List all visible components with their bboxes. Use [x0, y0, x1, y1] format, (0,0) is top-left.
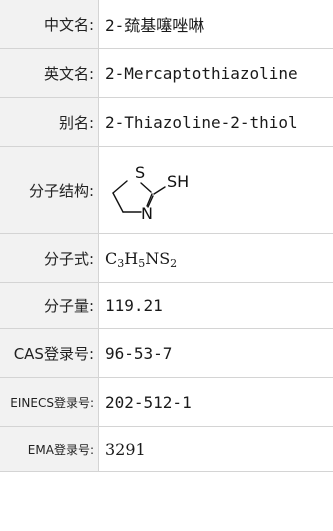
chinese-name-label: 中文名: — [0, 0, 99, 49]
table-row: 中文名: 2-巯基噻唑啉 — [0, 0, 333, 49]
formula-count-c: 3 — [117, 256, 125, 270]
einecs-number-label-text: EINECS登录号: — [10, 396, 94, 410]
table-row: 英文名: 2-Mercaptothiazoline — [0, 48, 333, 98]
nitrogen-atom-label: N — [141, 204, 153, 223]
table-row: EMA登录号: 3291 — [0, 426, 333, 472]
english-name-label: 英文名: — [0, 48, 99, 98]
ema-number-label-text: EMA登录号: — [27, 443, 94, 457]
einecs-number-label: EINECS登录号: — [0, 377, 99, 427]
formula-label: 分子式: — [0, 233, 99, 283]
chinese-name-value: 2-巯基噻唑啉 — [98, 0, 333, 49]
table-row: CAS登录号: 96-53-7 — [0, 328, 333, 378]
compound-info-table: 中文名: 2-巯基噻唑啉 英文名: 2-Mercaptothiazoline 别… — [0, 0, 333, 472]
formula-value: C3H5NS2 — [98, 233, 333, 283]
molecule-bonds — [112, 180, 166, 213]
english-name-value: 2-Mercaptothiazoline — [98, 48, 333, 98]
table-row: 分子式: C3H5NS2 — [0, 233, 333, 283]
einecs-number-value: 202-512-1 — [98, 377, 333, 427]
formula-count-s: 2 — [170, 256, 178, 270]
thiol-group-label: SH — [167, 172, 189, 191]
molecular-weight-value: 119.21 — [98, 282, 333, 329]
ema-number-label: EMA登录号: — [0, 426, 99, 472]
formula-element-c: C — [105, 248, 118, 268]
structure-label: 分子结构: — [0, 146, 99, 234]
cas-number-value: 96-53-7 — [98, 328, 333, 378]
table-row: EINECS登录号: 202-512-1 — [0, 377, 333, 427]
table-row: 分子结构: S SH N — [0, 146, 333, 234]
molecular-weight-label: 分子量: — [0, 282, 99, 329]
formula-element-ns: NS — [145, 248, 171, 268]
table-row: 分子量: 119.21 — [0, 282, 333, 329]
structure-cell: S SH N — [98, 146, 333, 234]
alias-value: 2-Thiazoline-2-thiol — [98, 97, 333, 147]
cas-number-label: CAS登录号: — [0, 328, 99, 378]
table-row: 别名: 2-Thiazoline-2-thiol — [0, 97, 333, 147]
ema-number-value: 3291 — [98, 426, 333, 472]
formula-count-h: 5 — [138, 256, 146, 270]
alias-label: 别名: — [0, 97, 99, 147]
formula-element-h: H — [124, 248, 139, 268]
molecule-structure-image: S SH N — [112, 163, 189, 223]
sulfur-atom-label: S — [135, 163, 145, 182]
